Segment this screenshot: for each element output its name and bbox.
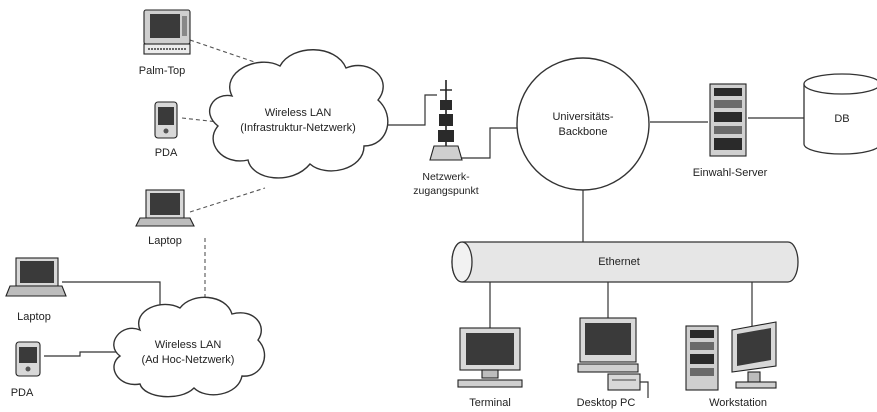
pda-bottom-label: PDA — [11, 387, 34, 399]
link-pda-adhoc — [44, 352, 120, 356]
ethernet-label: Ethernet — [598, 256, 640, 268]
access-point-label-1: Netzwerk- — [422, 171, 470, 183]
wlan-adhoc-cloud: Wireless LAN (Ad Hoc-Netzwerk) — [114, 297, 265, 396]
university-backbone: Universitäts- Backbone — [517, 58, 649, 190]
desktop-pc-label: Desktop PC — [577, 397, 636, 409]
link-wlan-accesspoint — [382, 95, 437, 125]
ethernet-bus: Ethernet — [452, 242, 798, 282]
terminal-label: Terminal — [469, 397, 511, 409]
wlan-adhoc-label-1: Wireless LAN — [155, 339, 222, 351]
wlan-infrastructure-cloud: Wireless LAN (Infrastruktur-Netzwerk) — [210, 50, 388, 178]
wlan-infra-label-2: (Infrastruktur-Netzwerk) — [240, 122, 356, 134]
access-point-label-2: zugangspunkt — [413, 185, 478, 197]
workstation-label: Workstation — [709, 397, 767, 409]
laptop-left-device: Laptop — [6, 258, 66, 323]
server-label: Einwahl-Server — [693, 167, 768, 179]
access-point-device: Netzwerk- zugangspunkt — [413, 80, 478, 197]
link-laptop-wlan — [190, 188, 265, 212]
workstation-device: Workstation — [686, 322, 776, 409]
laptop-left-label: Laptop — [17, 311, 51, 323]
dialin-server-device: Einwahl-Server — [693, 84, 768, 179]
pda-bottom-device: PDA — [11, 342, 40, 399]
backbone-label-1: Universitäts- — [552, 111, 613, 123]
pda-top-label: PDA — [155, 147, 178, 159]
db-label: DB — [834, 113, 849, 125]
wlan-infra-label-1: Wireless LAN — [265, 107, 332, 119]
laptop-mid-device: Laptop — [136, 190, 194, 247]
backbone-label-2: Backbone — [559, 126, 608, 138]
pda-top-device: PDA — [155, 102, 178, 159]
laptop-mid-label: Laptop — [148, 235, 182, 247]
palmtop-label: Palm-Top — [139, 65, 185, 77]
database: DB — [804, 74, 877, 154]
wlan-adhoc-label-2: (Ad Hoc-Netzwerk) — [142, 354, 235, 366]
link-accesspoint-backbone — [456, 128, 520, 158]
palmtop-device: Palm-Top — [139, 10, 190, 77]
terminal-device: Terminal — [458, 328, 522, 409]
desktop-pc-device: Desktop PC — [577, 318, 648, 409]
